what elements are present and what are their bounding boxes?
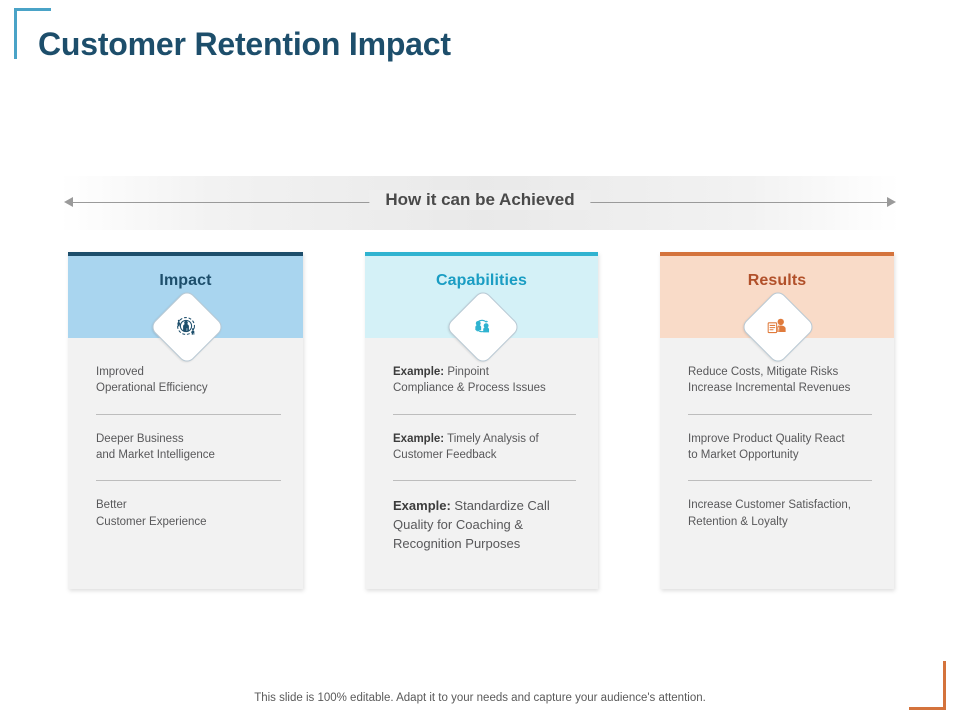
card-top-bar: [68, 252, 303, 256]
list-divider: [393, 480, 576, 482]
card-title: Results: [747, 272, 807, 289]
list-item-lead: Example:: [393, 498, 451, 514]
card-title: Capabilities: [435, 272, 527, 289]
card-header: Impact: [68, 256, 303, 366]
card-header: Results: [660, 256, 894, 366]
corner-bracket-top-left: [14, 8, 51, 59]
people-exchange-icon: [456, 300, 508, 352]
card-top-bar: [660, 252, 894, 256]
card-title: Impact: [159, 272, 212, 289]
achievement-banner: How it can be Achieved: [60, 176, 900, 230]
column-card-results[interactable]: Results: [660, 252, 894, 589]
list-item-lead: Example:: [393, 366, 445, 378]
list-divider: [688, 480, 872, 482]
list-item: Increase Customer Satisfaction,Retention…: [688, 497, 872, 530]
columns-container: Impact: [68, 252, 894, 592]
person-checklist-icon: [751, 300, 803, 352]
list-divider: [96, 413, 281, 415]
list-item-text: Increase Customer Satisfaction,Retention…: [688, 499, 851, 528]
corner-bracket-bottom-right: [909, 661, 946, 710]
banner-label: How it can be Achieved: [369, 190, 591, 210]
arrow-left-icon: [64, 197, 73, 207]
footer-note: This slide is 100% editable. Adapt it to…: [254, 692, 706, 704]
card-header: Capabilities: [365, 256, 598, 366]
list-divider: [96, 480, 281, 482]
list-divider: [393, 413, 576, 415]
people-target-icon: [160, 300, 212, 352]
column-card-impact[interactable]: Impact: [68, 252, 303, 589]
column-card-capabilities[interactable]: Capabilities: [365, 252, 598, 589]
arrow-right-icon: [887, 197, 896, 207]
page-title: Customer Retention Impact: [38, 26, 451, 62]
list-item-lead: Example:: [393, 432, 445, 445]
list-divider: [688, 413, 872, 415]
card-top-bar: [365, 252, 598, 256]
